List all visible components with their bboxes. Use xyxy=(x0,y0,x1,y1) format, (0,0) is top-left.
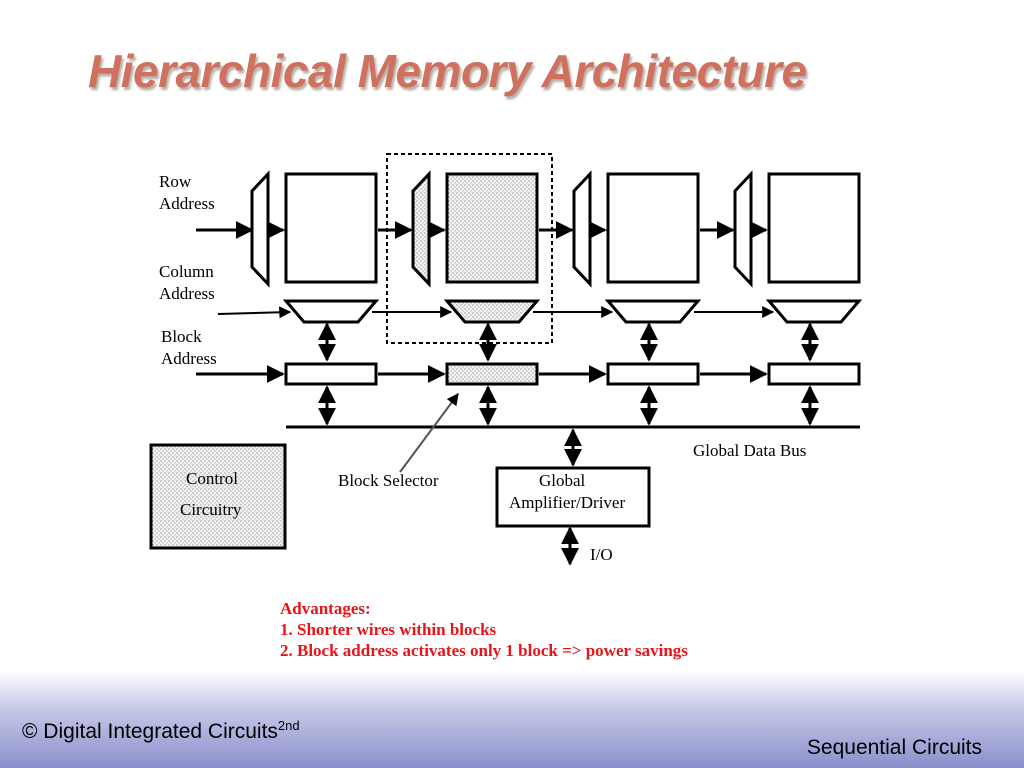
block-selector-2 xyxy=(445,362,539,386)
column-address-label-line1: Column xyxy=(159,262,214,281)
advantage-item-2: 2. Block address activates only 1 block … xyxy=(280,641,688,660)
footer-copyright-text: © Digital Integrated Circuits xyxy=(22,720,278,743)
column-mux-2 xyxy=(443,299,541,324)
global-amplifier-box xyxy=(495,466,651,528)
block-selector-3 xyxy=(606,362,700,386)
row-address-label-line2: Address xyxy=(159,194,215,213)
column-address-line xyxy=(217,306,292,319)
block-selector-pointer xyxy=(399,393,459,473)
memory-array-2 xyxy=(445,172,539,284)
block-address-label: Block Address xyxy=(161,326,217,370)
advantages-heading: Advantages: xyxy=(280,599,371,618)
footer-band xyxy=(0,670,1024,768)
control-circuitry-label-line2: Circuitry xyxy=(180,500,242,519)
block-address-label-line1: Block xyxy=(161,327,202,346)
global-amplifier-label-line2: Amplifier/Driver xyxy=(509,493,626,512)
row-decoder-2 xyxy=(411,170,431,288)
advantages-text: Advantages: 1. Shorter wires within bloc… xyxy=(280,598,688,661)
footer-edition: 2nd xyxy=(277,718,300,733)
footer-copyright: © Digital Integrated Circuits2nd xyxy=(22,718,300,744)
block-selector-4 xyxy=(767,362,861,386)
column-address-label: Column Address xyxy=(159,261,215,305)
memory-array-1 xyxy=(284,172,378,284)
row-address-label-line1: Row xyxy=(159,172,192,191)
control-circuitry-label-line1: Control xyxy=(186,469,238,488)
row-decoder-1 xyxy=(250,170,270,288)
control-circuitry-box xyxy=(149,443,287,550)
row-decoder-3 xyxy=(572,170,592,288)
io-label: I/O xyxy=(590,545,613,564)
column-mux-1 xyxy=(282,299,380,324)
block-selector-label: Block Selector xyxy=(338,471,439,490)
memory-array-3 xyxy=(606,172,700,284)
column-address-label-line2: Address xyxy=(159,284,215,303)
footer-chapter: Sequential Circuits xyxy=(806,736,982,759)
row-decoder-4 xyxy=(733,170,753,288)
memory-array-4 xyxy=(767,172,861,284)
column-mux-3 xyxy=(604,299,702,324)
block-address-label-line2: Address xyxy=(161,349,217,368)
global-data-bus-label: Global Data Bus xyxy=(693,441,807,460)
global-amplifier-label-line1: Global xyxy=(539,471,586,490)
column-mux-4 xyxy=(765,299,863,324)
row-address-label: Row Address xyxy=(159,171,215,215)
slide-title: Hierarchical Memory Architecture xyxy=(88,45,807,97)
advantage-item-1: 1. Shorter wires within blocks xyxy=(280,620,497,639)
selected-block-outline xyxy=(386,153,553,344)
block-selector-1 xyxy=(284,362,378,386)
